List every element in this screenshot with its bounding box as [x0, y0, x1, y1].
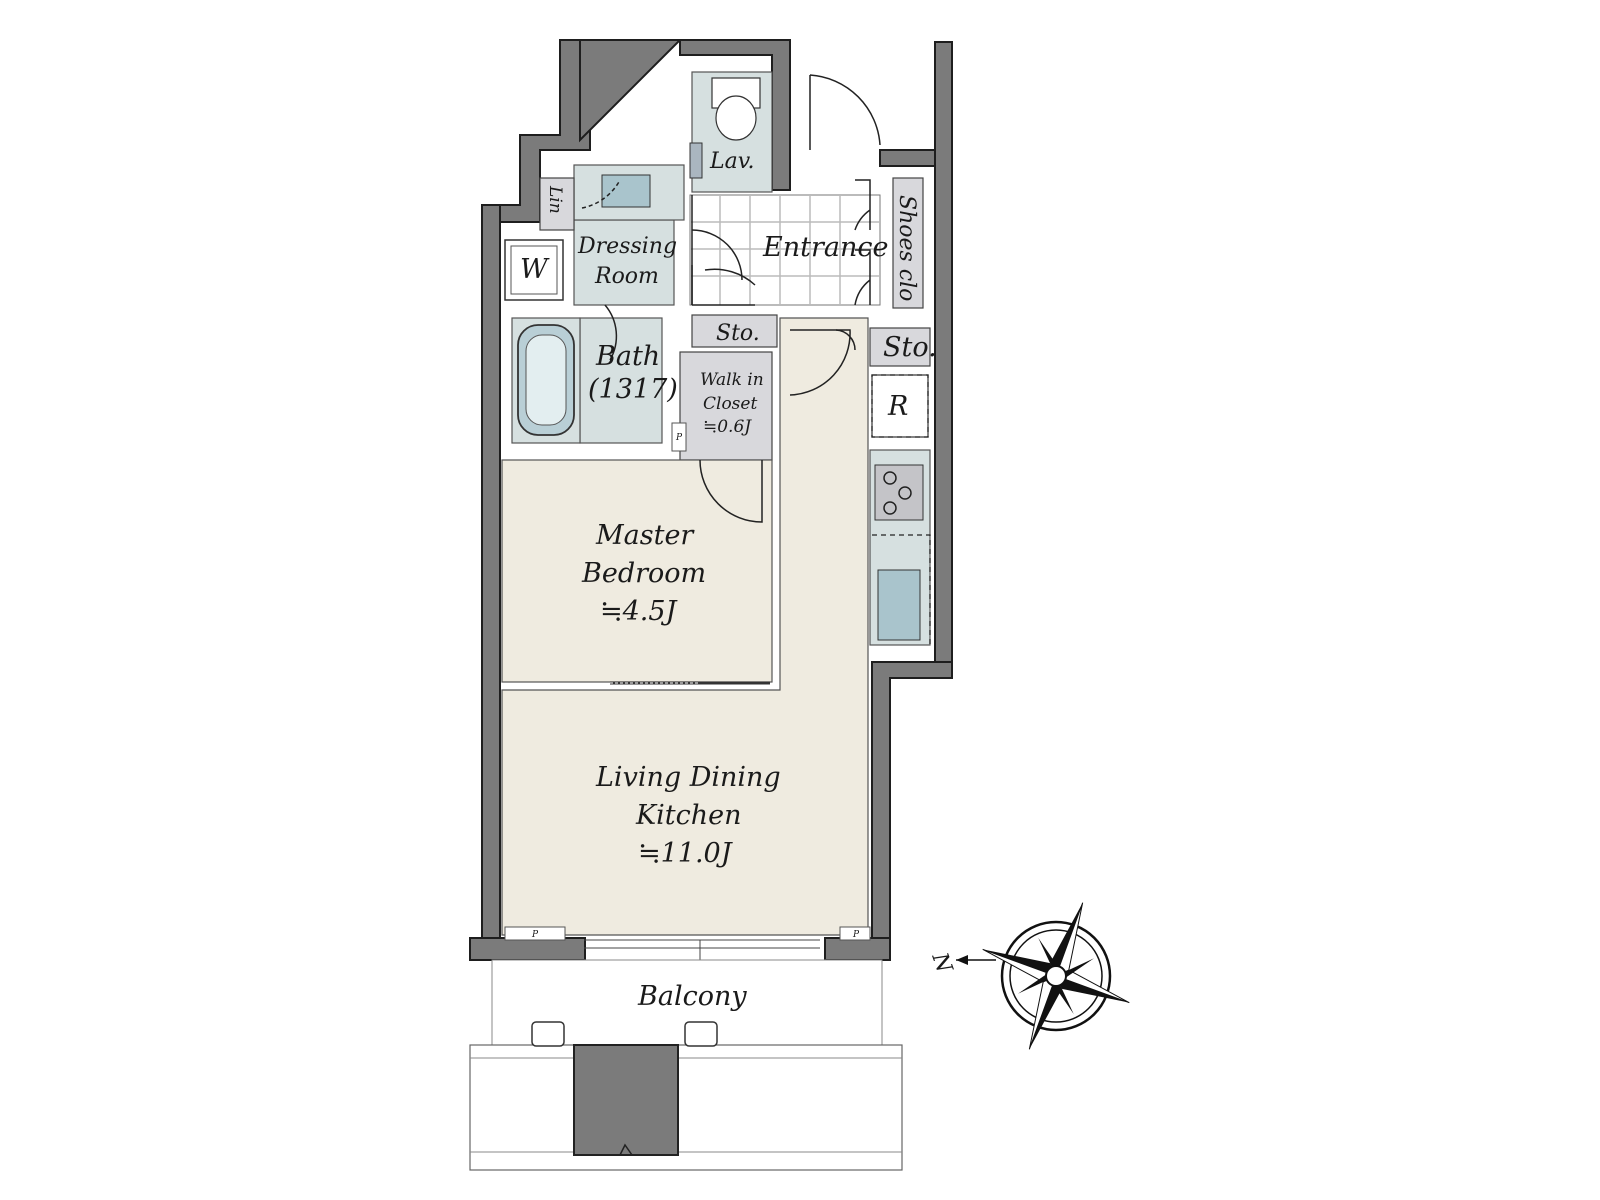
master-bedroom: [501, 459, 773, 683]
exterior-walls: [469, 39, 953, 961]
label-entrance: Entrance: [762, 232, 888, 263]
room-labels: Lav. Lin Dressing Room W Entrance Shoes …: [520, 149, 937, 1012]
walkin-closet: [679, 351, 773, 461]
label-pipe-1: P: [675, 433, 683, 443]
label-master-1: Master: [595, 520, 695, 551]
label-dressing-1: Dressing: [577, 234, 677, 259]
label-walkin-2: Closet: [703, 394, 757, 414]
main-rooms: [501, 317, 869, 936]
label-dressing-2: Room: [594, 264, 659, 289]
storage-areas: [539, 177, 931, 461]
front-door: [809, 74, 881, 150]
label-linen: Lin: [545, 185, 565, 214]
doors: [581, 74, 881, 960]
label-shoes-closet: Shoes clo: [894, 195, 919, 301]
fixtures: [504, 77, 931, 941]
label-master-3: ≒4.5J: [600, 596, 679, 627]
label-pipe-3: P: [852, 930, 860, 940]
label-ldk-3: ≒11.0J: [638, 838, 734, 869]
entrance-floor: [689, 194, 881, 306]
label-washer: W: [520, 254, 550, 285]
label-walkin-3: ≒0.6J: [703, 417, 752, 437]
label-lavatory: Lav.: [709, 149, 755, 174]
label-ldk-2: Kitchen: [635, 800, 742, 831]
label-master-2: Bedroom: [581, 558, 706, 589]
compass-rose: [956, 902, 1130, 1050]
label-bath-2: (1317): [588, 374, 678, 405]
dressing-room: [573, 219, 675, 306]
storage-kitchen: [869, 327, 931, 367]
label-balcony: Balcony: [637, 981, 747, 1012]
bath-room: [579, 317, 663, 444]
label-storage-hall: Sto.: [716, 321, 760, 346]
label-refrigerator: R: [887, 391, 908, 422]
linen-closet: [539, 177, 575, 231]
label-walkin-1: Walk in: [700, 370, 764, 390]
living-dining-kitchen: [501, 317, 869, 936]
balcony: [469, 959, 903, 1171]
storage-hall: [691, 314, 778, 348]
label-storage-kitchen: Sto.: [883, 332, 937, 363]
label-ldk-1: Living Dining: [595, 762, 781, 793]
label-pipe-2: P: [531, 930, 539, 940]
compass-north-label: N: [926, 949, 957, 977]
shoes-closet: [892, 177, 924, 309]
label-bath-1: Bath: [595, 341, 660, 372]
